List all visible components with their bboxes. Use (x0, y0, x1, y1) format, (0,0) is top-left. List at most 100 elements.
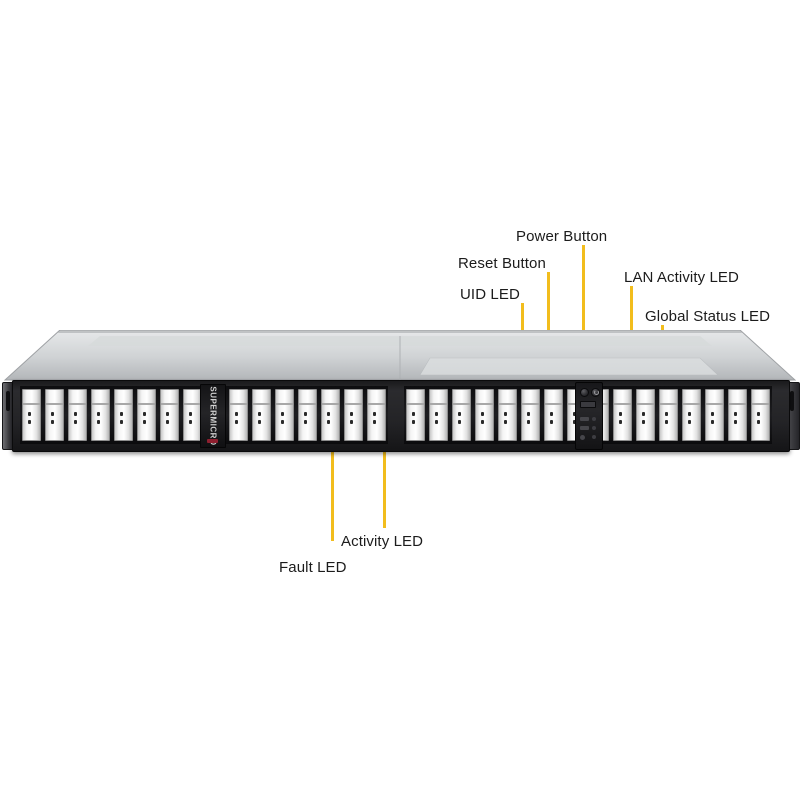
drive-carrier[interactable] (321, 389, 340, 441)
drive-bay[interactable] (519, 386, 542, 444)
drive-bay[interactable] (250, 386, 273, 444)
drive-carrier[interactable] (498, 389, 517, 441)
global-status-led-lamp (592, 426, 596, 430)
drive-bay[interactable] (496, 386, 519, 444)
drive-bay[interactable] (703, 386, 726, 444)
supermicro-logo-accent (207, 439, 218, 443)
reset-button[interactable] (580, 388, 589, 397)
drive-carrier[interactable] (636, 389, 655, 441)
drive-carrier[interactable] (252, 389, 271, 441)
drive-bay[interactable] (450, 386, 473, 444)
drive-carrier[interactable] (91, 389, 110, 441)
leader-line-fault-led-vertical (331, 421, 334, 541)
drive-bay[interactable] (342, 386, 365, 444)
drive-carrier[interactable] (160, 389, 179, 441)
drive-activity-led (527, 412, 530, 416)
control-panel-extra-led-lamp (592, 435, 596, 439)
drive-activity-led (619, 412, 622, 416)
drive-bay[interactable] (273, 386, 296, 444)
drive-activity-led (550, 412, 553, 416)
drive-bay[interactable] (542, 386, 565, 444)
drive-fault-led (97, 420, 100, 424)
drive-bay[interactable] (427, 386, 450, 444)
drive-carrier[interactable] (45, 389, 64, 441)
drive-fault-led (642, 420, 645, 424)
drive-bay[interactable] (20, 386, 43, 444)
drive-carrier[interactable] (429, 389, 448, 441)
drive-bay[interactable] (89, 386, 112, 444)
drive-fault-led (166, 420, 169, 424)
drive-carrier[interactable] (68, 389, 87, 441)
drive-carrier[interactable] (452, 389, 471, 441)
drive-bay[interactable] (680, 386, 703, 444)
drive-carrier[interactable] (137, 389, 156, 441)
drive-fault-led (373, 420, 376, 424)
drive-fault-led (711, 420, 714, 424)
chassis-top-lid (3, 330, 797, 381)
drive-fault-led (757, 420, 760, 424)
uid-led[interactable] (580, 401, 596, 408)
drive-fault-led (304, 420, 307, 424)
drive-bay[interactable] (296, 386, 319, 444)
drive-bay[interactable] (404, 386, 427, 444)
drive-bay[interactable] (135, 386, 158, 444)
drive-activity-led (458, 412, 461, 416)
drive-carrier[interactable] (728, 389, 747, 441)
drive-bay[interactable] (43, 386, 66, 444)
drive-activity-led (481, 412, 484, 416)
drive-fault-led (235, 420, 238, 424)
drive-carrier[interactable] (475, 389, 494, 441)
drive-activity-led (734, 412, 737, 416)
drive-fault-led (327, 420, 330, 424)
drive-carrier[interactable] (114, 389, 133, 441)
leader-line-power-button-vertical (582, 245, 585, 388)
callout-label-lan-activity-led: LAN Activity LED (624, 269, 739, 286)
drive-bay[interactable] (319, 386, 342, 444)
drive-activity-led (373, 412, 376, 416)
drive-fault-led (527, 420, 530, 424)
lan-activity-led-lamp (592, 417, 596, 421)
drive-bay[interactable] (66, 386, 89, 444)
drive-bay[interactable] (365, 386, 388, 444)
drive-activity-led (143, 412, 146, 416)
drive-activity-led (281, 412, 284, 416)
drive-fault-led (281, 420, 284, 424)
front-control-panel[interactable] (575, 382, 603, 450)
drive-carrier[interactable] (544, 389, 563, 441)
control-panel-extra-led (580, 435, 598, 440)
drive-activity-led (665, 412, 668, 416)
drive-bay[interactable] (726, 386, 749, 444)
drive-activity-led (350, 412, 353, 416)
drive-fault-led (350, 420, 353, 424)
drive-bay[interactable] (611, 386, 634, 444)
drive-bay[interactable] (749, 386, 772, 444)
power-button[interactable] (591, 388, 600, 397)
drive-carrier[interactable] (22, 389, 41, 441)
drive-carrier[interactable] (298, 389, 317, 441)
drive-activity-led (304, 412, 307, 416)
drive-carrier[interactable] (367, 389, 386, 441)
drive-carrier[interactable] (521, 389, 540, 441)
drive-carrier[interactable] (659, 389, 678, 441)
drive-bay[interactable] (158, 386, 181, 444)
drive-carrier[interactable] (275, 389, 294, 441)
drive-activity-led (435, 412, 438, 416)
drive-bay[interactable] (112, 386, 135, 444)
lan-activity-led (580, 417, 598, 422)
control-panel-extra-led-mark (580, 435, 585, 440)
drive-bay[interactable] (657, 386, 680, 444)
drive-carrier[interactable] (682, 389, 701, 441)
drive-carrier[interactable] (705, 389, 724, 441)
drive-fault-led (550, 420, 553, 424)
drive-bay[interactable] (227, 386, 250, 444)
drive-bay[interactable] (634, 386, 657, 444)
global-status-led (580, 426, 598, 431)
drive-carrier[interactable] (229, 389, 248, 441)
drive-bay[interactable] (473, 386, 496, 444)
drive-carrier[interactable] (406, 389, 425, 441)
drive-carrier[interactable] (344, 389, 363, 441)
drive-carrier[interactable] (751, 389, 770, 441)
drive-carrier[interactable] (613, 389, 632, 441)
drive-fault-led (258, 420, 261, 424)
